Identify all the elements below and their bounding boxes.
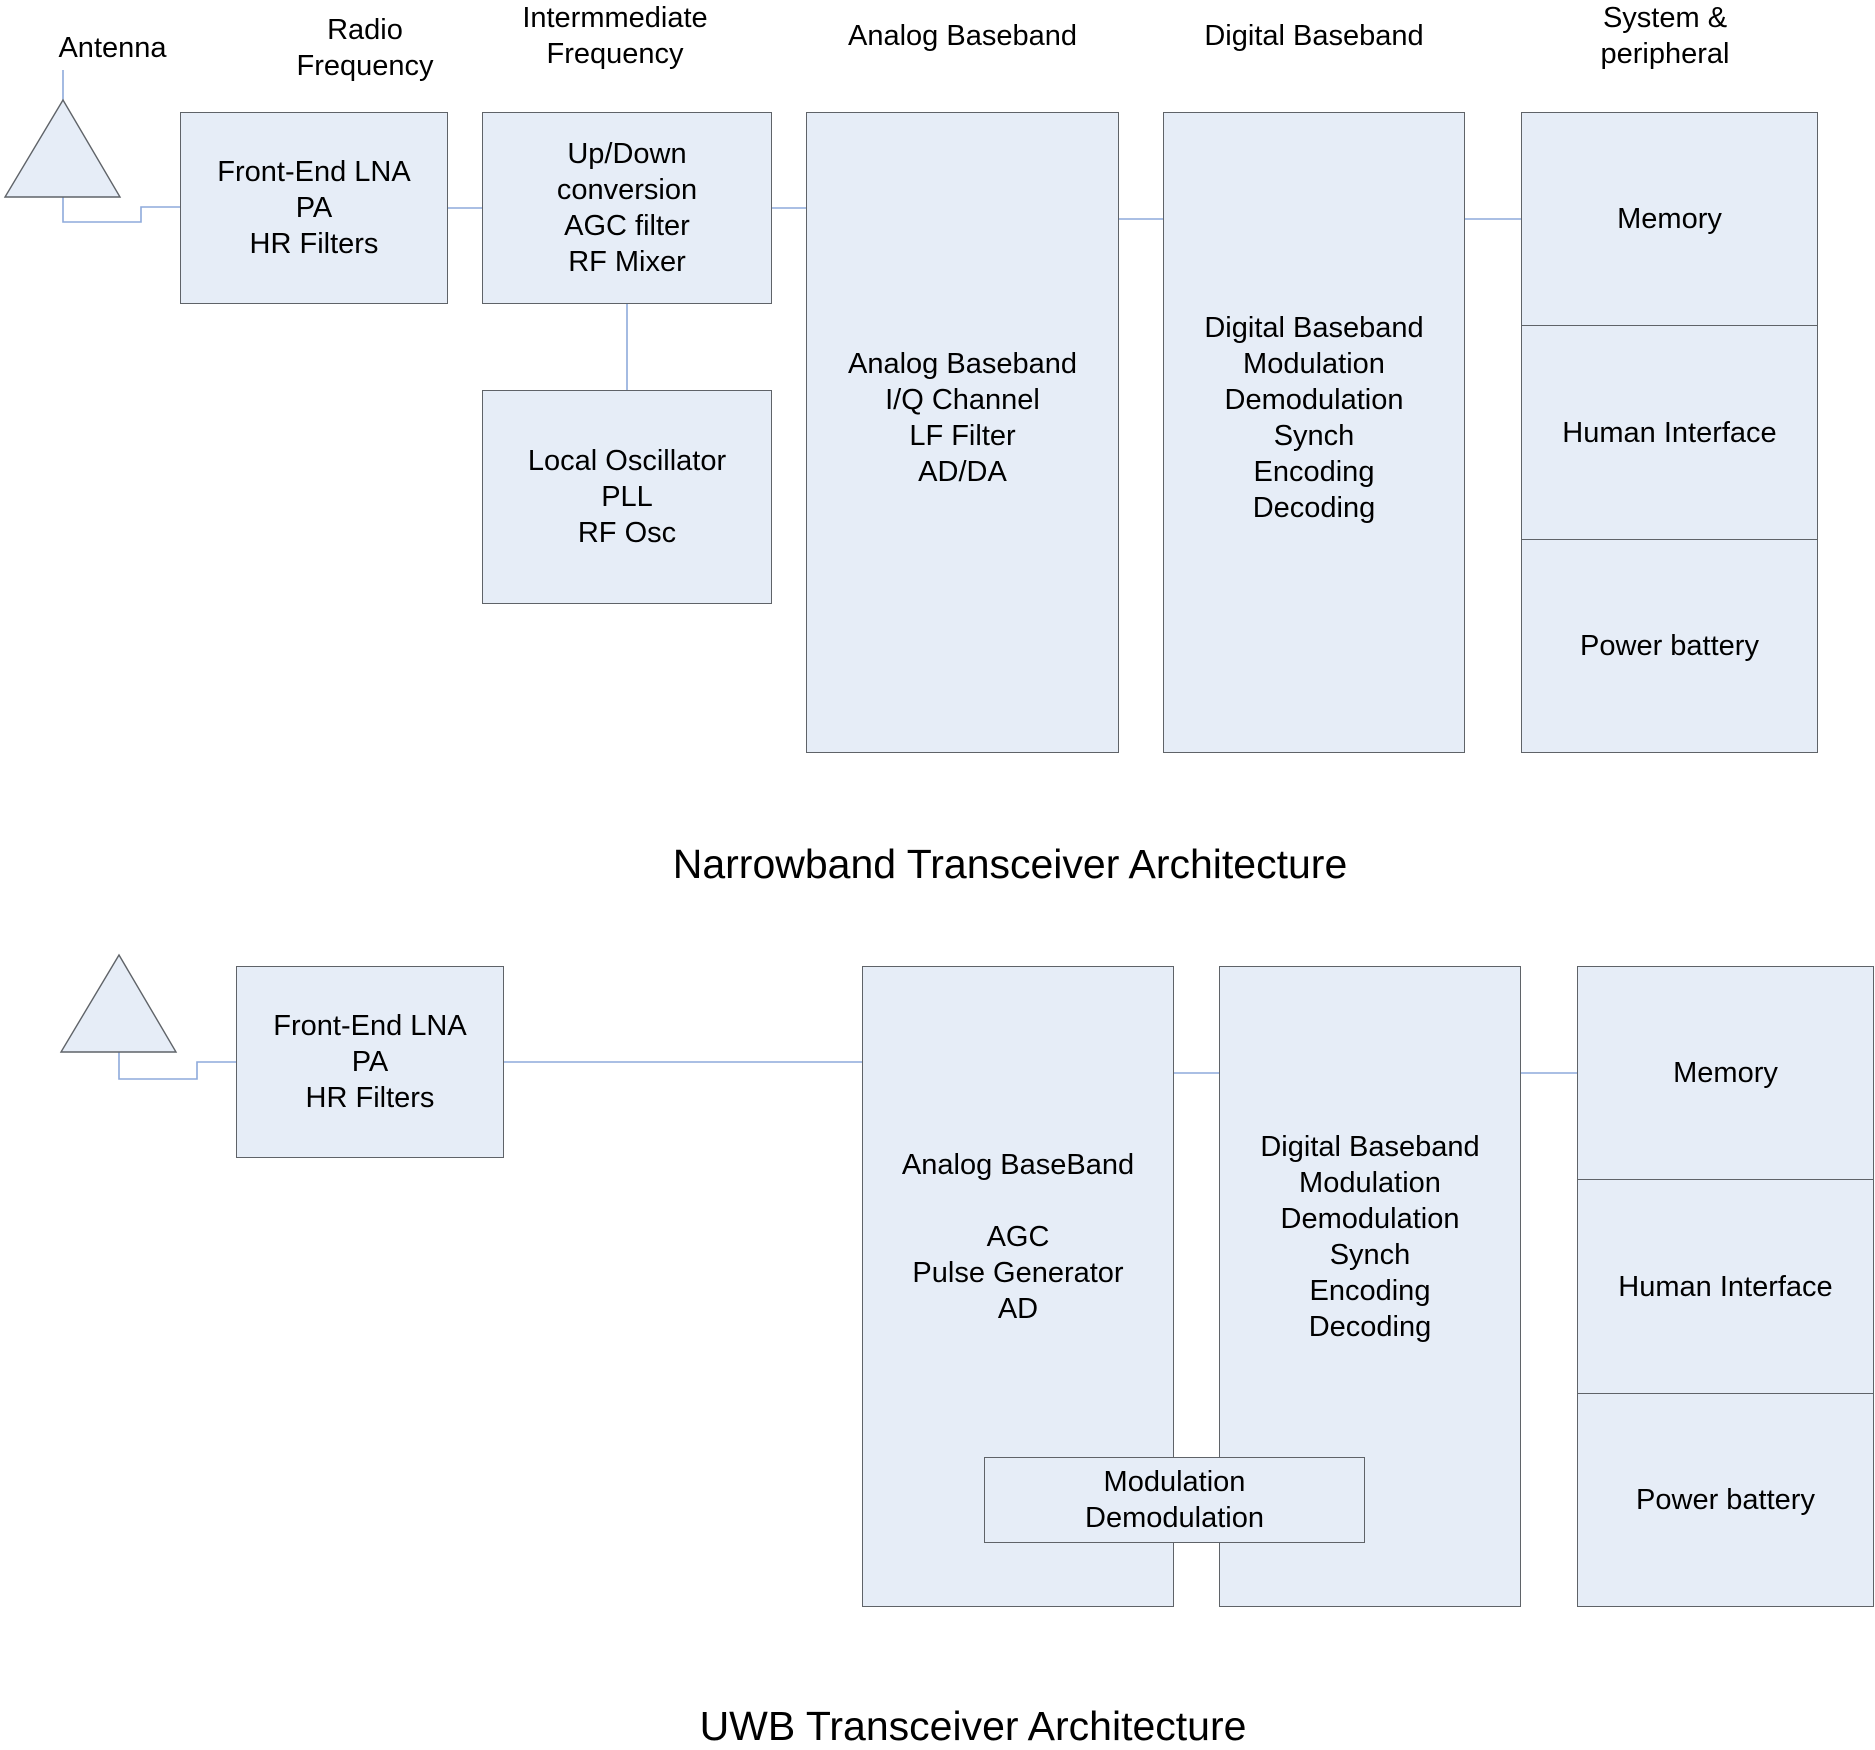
uwb-memory-box: Memory: [1577, 966, 1874, 1180]
uwb-modulation-label: Modulation Demodulation: [1085, 1466, 1264, 1534]
header-antenna: Antenna: [58, 32, 167, 64]
nb-local-oscillator-box: Local Oscillator PLL RF Osc: [482, 390, 772, 604]
nb-front-end-label: Front-End LNA PA HR Filters: [217, 156, 411, 260]
header-intermediate-frequency: Intermmediate Frequency: [522, 2, 708, 70]
uwb-power-battery-label: Power battery: [1636, 1484, 1815, 1516]
nb-front-end-box: Front-End LNA PA HR Filters: [180, 112, 448, 304]
nb-human-interface-box: Human Interface: [1521, 325, 1818, 540]
nb-updown-conversion-label: Up/Down conversion AGC filter RF Mixer: [556, 138, 698, 278]
uwb-analog-baseband-label: Analog BaseBand AGC Pulse Generator AD: [901, 1148, 1135, 1325]
nb-antenna-feed-line: [62, 70, 180, 223]
nb-digital-baseband-box: Digital Baseband Modulation Demodulation…: [1163, 112, 1465, 753]
nb-power-battery-box: Power battery: [1521, 539, 1818, 753]
nb-local-oscillator-label: Local Oscillator PLL RF Osc: [527, 445, 727, 549]
uwb-modulation-box: Modulation Demodulation: [984, 1457, 1365, 1543]
header-analog-baseband: Analog Baseband: [848, 20, 1077, 52]
uwb-digital-baseband-label: Digital Baseband Modulation Demodulation…: [1260, 1130, 1480, 1343]
nb-memory-box: Memory: [1521, 112, 1818, 326]
nb-digital-baseband-label: Digital Baseband Modulation Demodulation…: [1204, 311, 1424, 524]
uwb-front-end-box: Front-End LNA PA HR Filters: [236, 966, 504, 1158]
uwb-antenna-feed-line: [118, 1022, 236, 1080]
narrowband-title: Narrowband Transceiver Architecture: [672, 841, 1348, 887]
uwb-human-interface-box: Human Interface: [1577, 1179, 1874, 1394]
nb-antenna-icon: [3, 98, 122, 198]
uwb-antenna-icon: [59, 953, 178, 1053]
uwb-title: UWB Transceiver Architecture: [699, 1703, 1247, 1749]
nb-updown-conversion-box: Up/Down conversion AGC filter RF Mixer: [482, 112, 772, 304]
uwb-front-end-label: Front-End LNA PA HR Filters: [273, 1010, 467, 1114]
nb-power-battery-label: Power battery: [1580, 630, 1759, 662]
uwb-memory-label: Memory: [1673, 1057, 1778, 1089]
header-system-peripheral: System & peripheral: [1600, 2, 1730, 70]
nb-analog-baseband-label: Analog Baseband I/Q Channel LF Filter AD…: [848, 347, 1077, 488]
header-radio-frequency: Radio Frequency: [296, 14, 434, 82]
nb-human-interface-label: Human Interface: [1562, 416, 1777, 449]
uwb-human-interface-label: Human Interface: [1618, 1270, 1833, 1303]
nb-analog-baseband-box: Analog Baseband I/Q Channel LF Filter AD…: [806, 112, 1119, 753]
nb-memory-label: Memory: [1617, 203, 1722, 235]
header-digital-baseband: Digital Baseband: [1204, 20, 1424, 52]
uwb-power-battery-box: Power battery: [1577, 1393, 1874, 1607]
